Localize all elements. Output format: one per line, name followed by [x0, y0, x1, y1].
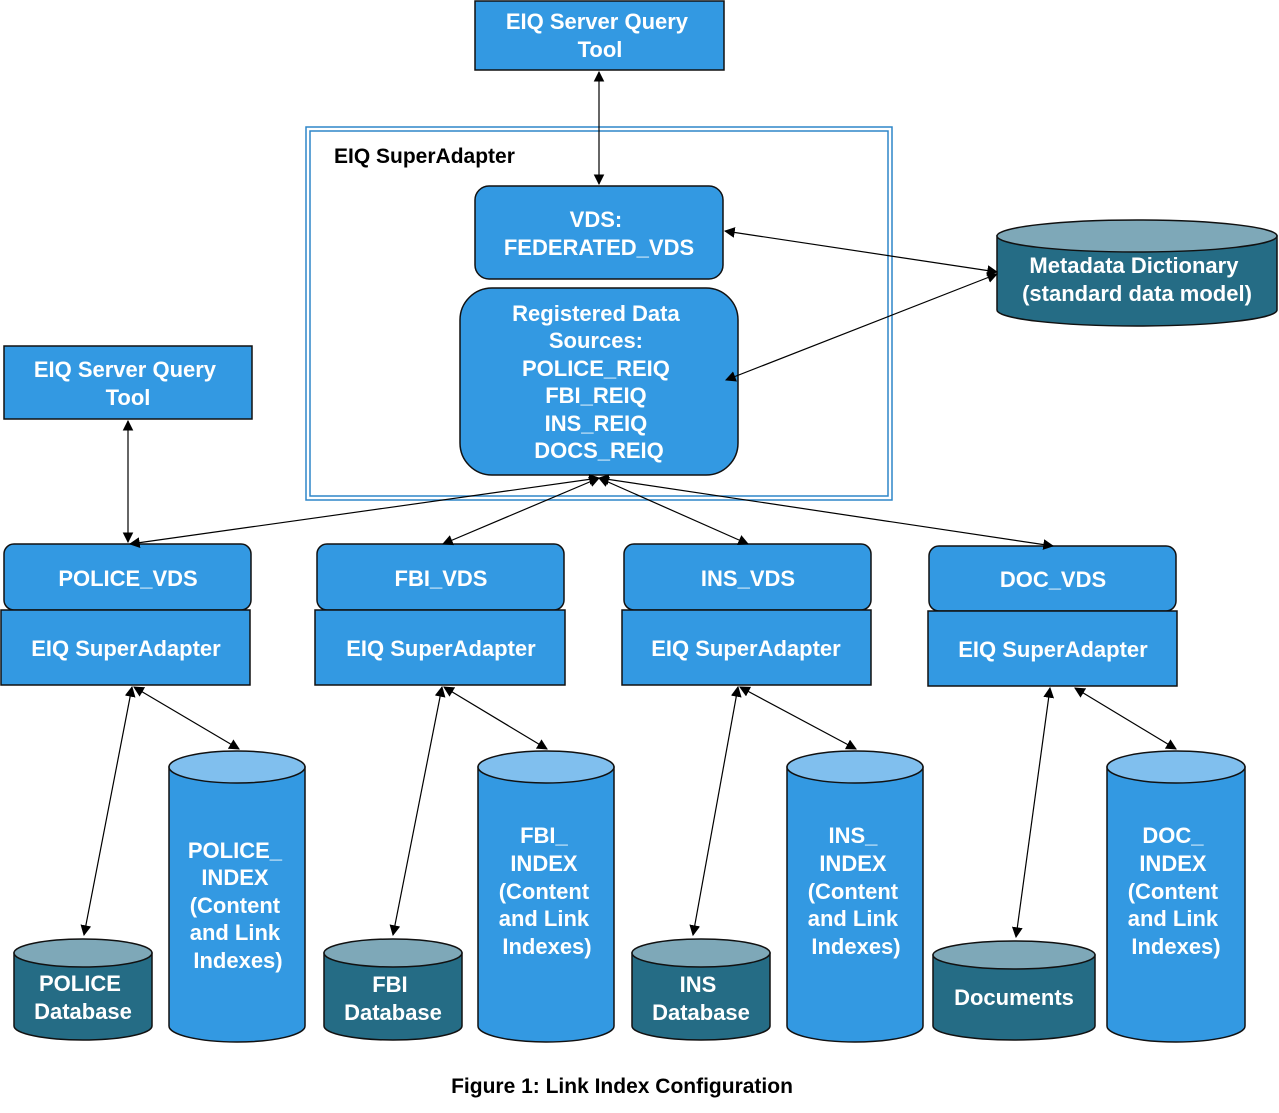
doc-column: DOC_VDS EIQ SuperAdapter DOC_ INDEX (Con… — [927, 545, 1246, 1043]
police-adapter-box — [0, 609, 251, 686]
connector-sources-fbi — [442, 476, 600, 546]
connector-police-index — [133, 686, 240, 750]
metadata-dictionary-cylinder: Metadata Dictionary (standard data model… — [996, 219, 1278, 327]
police-column: POLICE_VDS EIQ SuperAdapter POLICE_ INDE… — [0, 543, 306, 1043]
fbi-adapter-label: EIQ SuperAdapter — [346, 636, 536, 661]
top-query-tool-label: EIQ Server Query Tool — [506, 9, 694, 62]
federated-vds-label: VDS: FEDERATED_VDS — [504, 207, 694, 260]
police-database-label: POLICE Database — [34, 971, 132, 1024]
police-database-cylinder: POLICE Database — [13, 938, 153, 1041]
connector-ins-db — [689, 685, 742, 937]
police-adapter-label: EIQ SuperAdapter — [31, 636, 221, 661]
doc-index-label: DOC_ INDEX (Content and Link Indexes) — [1128, 823, 1225, 959]
ins-adapter-label: EIQ SuperAdapter — [651, 636, 841, 661]
doc-adapter-box — [927, 610, 1178, 687]
federated-vds-box: VDS: FEDERATED_VDS — [474, 185, 724, 280]
ins-vds-label: INS_VDS — [701, 566, 795, 591]
connectors — [80, 70, 1177, 939]
doc-index-cylinder: DOC_ INDEX (Content and Link Indexes) — [1106, 750, 1246, 1043]
fbi-vds-label: FBI_VDS — [395, 566, 488, 591]
connector-sources-doc — [597, 474, 1055, 550]
connector-sources-police — [128, 474, 601, 548]
left-query-tool-box: EIQ Server Query Tool — [3, 345, 253, 420]
fbi-adapter-box — [314, 609, 566, 686]
ins-database-cylinder: INS Database — [631, 938, 771, 1041]
ins-adapter-box — [621, 609, 872, 686]
connector-sources-metadata — [724, 272, 999, 382]
connector-fbi-db — [389, 685, 446, 937]
connector-fbi-index — [443, 686, 548, 750]
left-query-tool-label: EIQ Server Query Tool — [34, 357, 222, 410]
police-vds-label: POLICE_VDS — [58, 566, 197, 591]
ins-index-cylinder: INS_ INDEX (Content and Link Indexes) — [786, 750, 924, 1043]
connector-police-db — [80, 685, 136, 937]
connector-vds-metadata — [723, 227, 999, 276]
top-query-tool-box: EIQ Server Query Tool — [474, 0, 725, 71]
police-index-label: POLICE_ INDEX (Content and Link Indexes) — [188, 838, 288, 973]
registered-data-sources-box: Registered Data Sources: POLICE_REIQ FBI… — [459, 287, 739, 476]
connector-sources-ins — [598, 476, 749, 546]
ins-column: INS_VDS EIQ SuperAdapter INS_ INDEX (Con… — [621, 543, 924, 1043]
fbi-database-label: FBI Database — [344, 972, 442, 1025]
documents-cylinder: Documents — [932, 940, 1096, 1041]
connector-ins-index — [739, 686, 857, 750]
fbi-index-label: FBI_ INDEX (Content and Link Indexes) — [499, 823, 596, 959]
ins-database-label: INS Database — [652, 972, 750, 1025]
ins-index-label: INS_ INDEX (Content and Link Indexes) — [808, 823, 905, 959]
superadapter-group-label: EIQ SuperAdapter — [334, 145, 515, 168]
fbi-database-cylinder: FBI Database — [323, 938, 463, 1041]
fbi-index-cylinder: FBI_ INDEX (Content and Link Indexes) — [477, 750, 615, 1043]
fbi-column: FBI_VDS EIQ SuperAdapter FBI_ INDEX (Con… — [314, 543, 615, 1043]
doc-vds-label: DOC_VDS — [1000, 567, 1106, 592]
connector-doc-documents — [1011, 686, 1055, 939]
police-index-cylinder: POLICE_ INDEX (Content and Link Indexes) — [168, 750, 306, 1043]
metadata-dictionary-label: Metadata Dictionary (standard data model… — [1022, 253, 1252, 306]
registered-data-sources-label: Registered Data Sources: POLICE_REIQ FBI… — [512, 301, 686, 463]
documents-label: Documents — [954, 985, 1074, 1010]
connector-doc-index — [1074, 687, 1177, 750]
doc-adapter-label: EIQ SuperAdapter — [958, 637, 1148, 662]
figure-caption: Figure 1: Link Index Configuration — [451, 1075, 793, 1098]
